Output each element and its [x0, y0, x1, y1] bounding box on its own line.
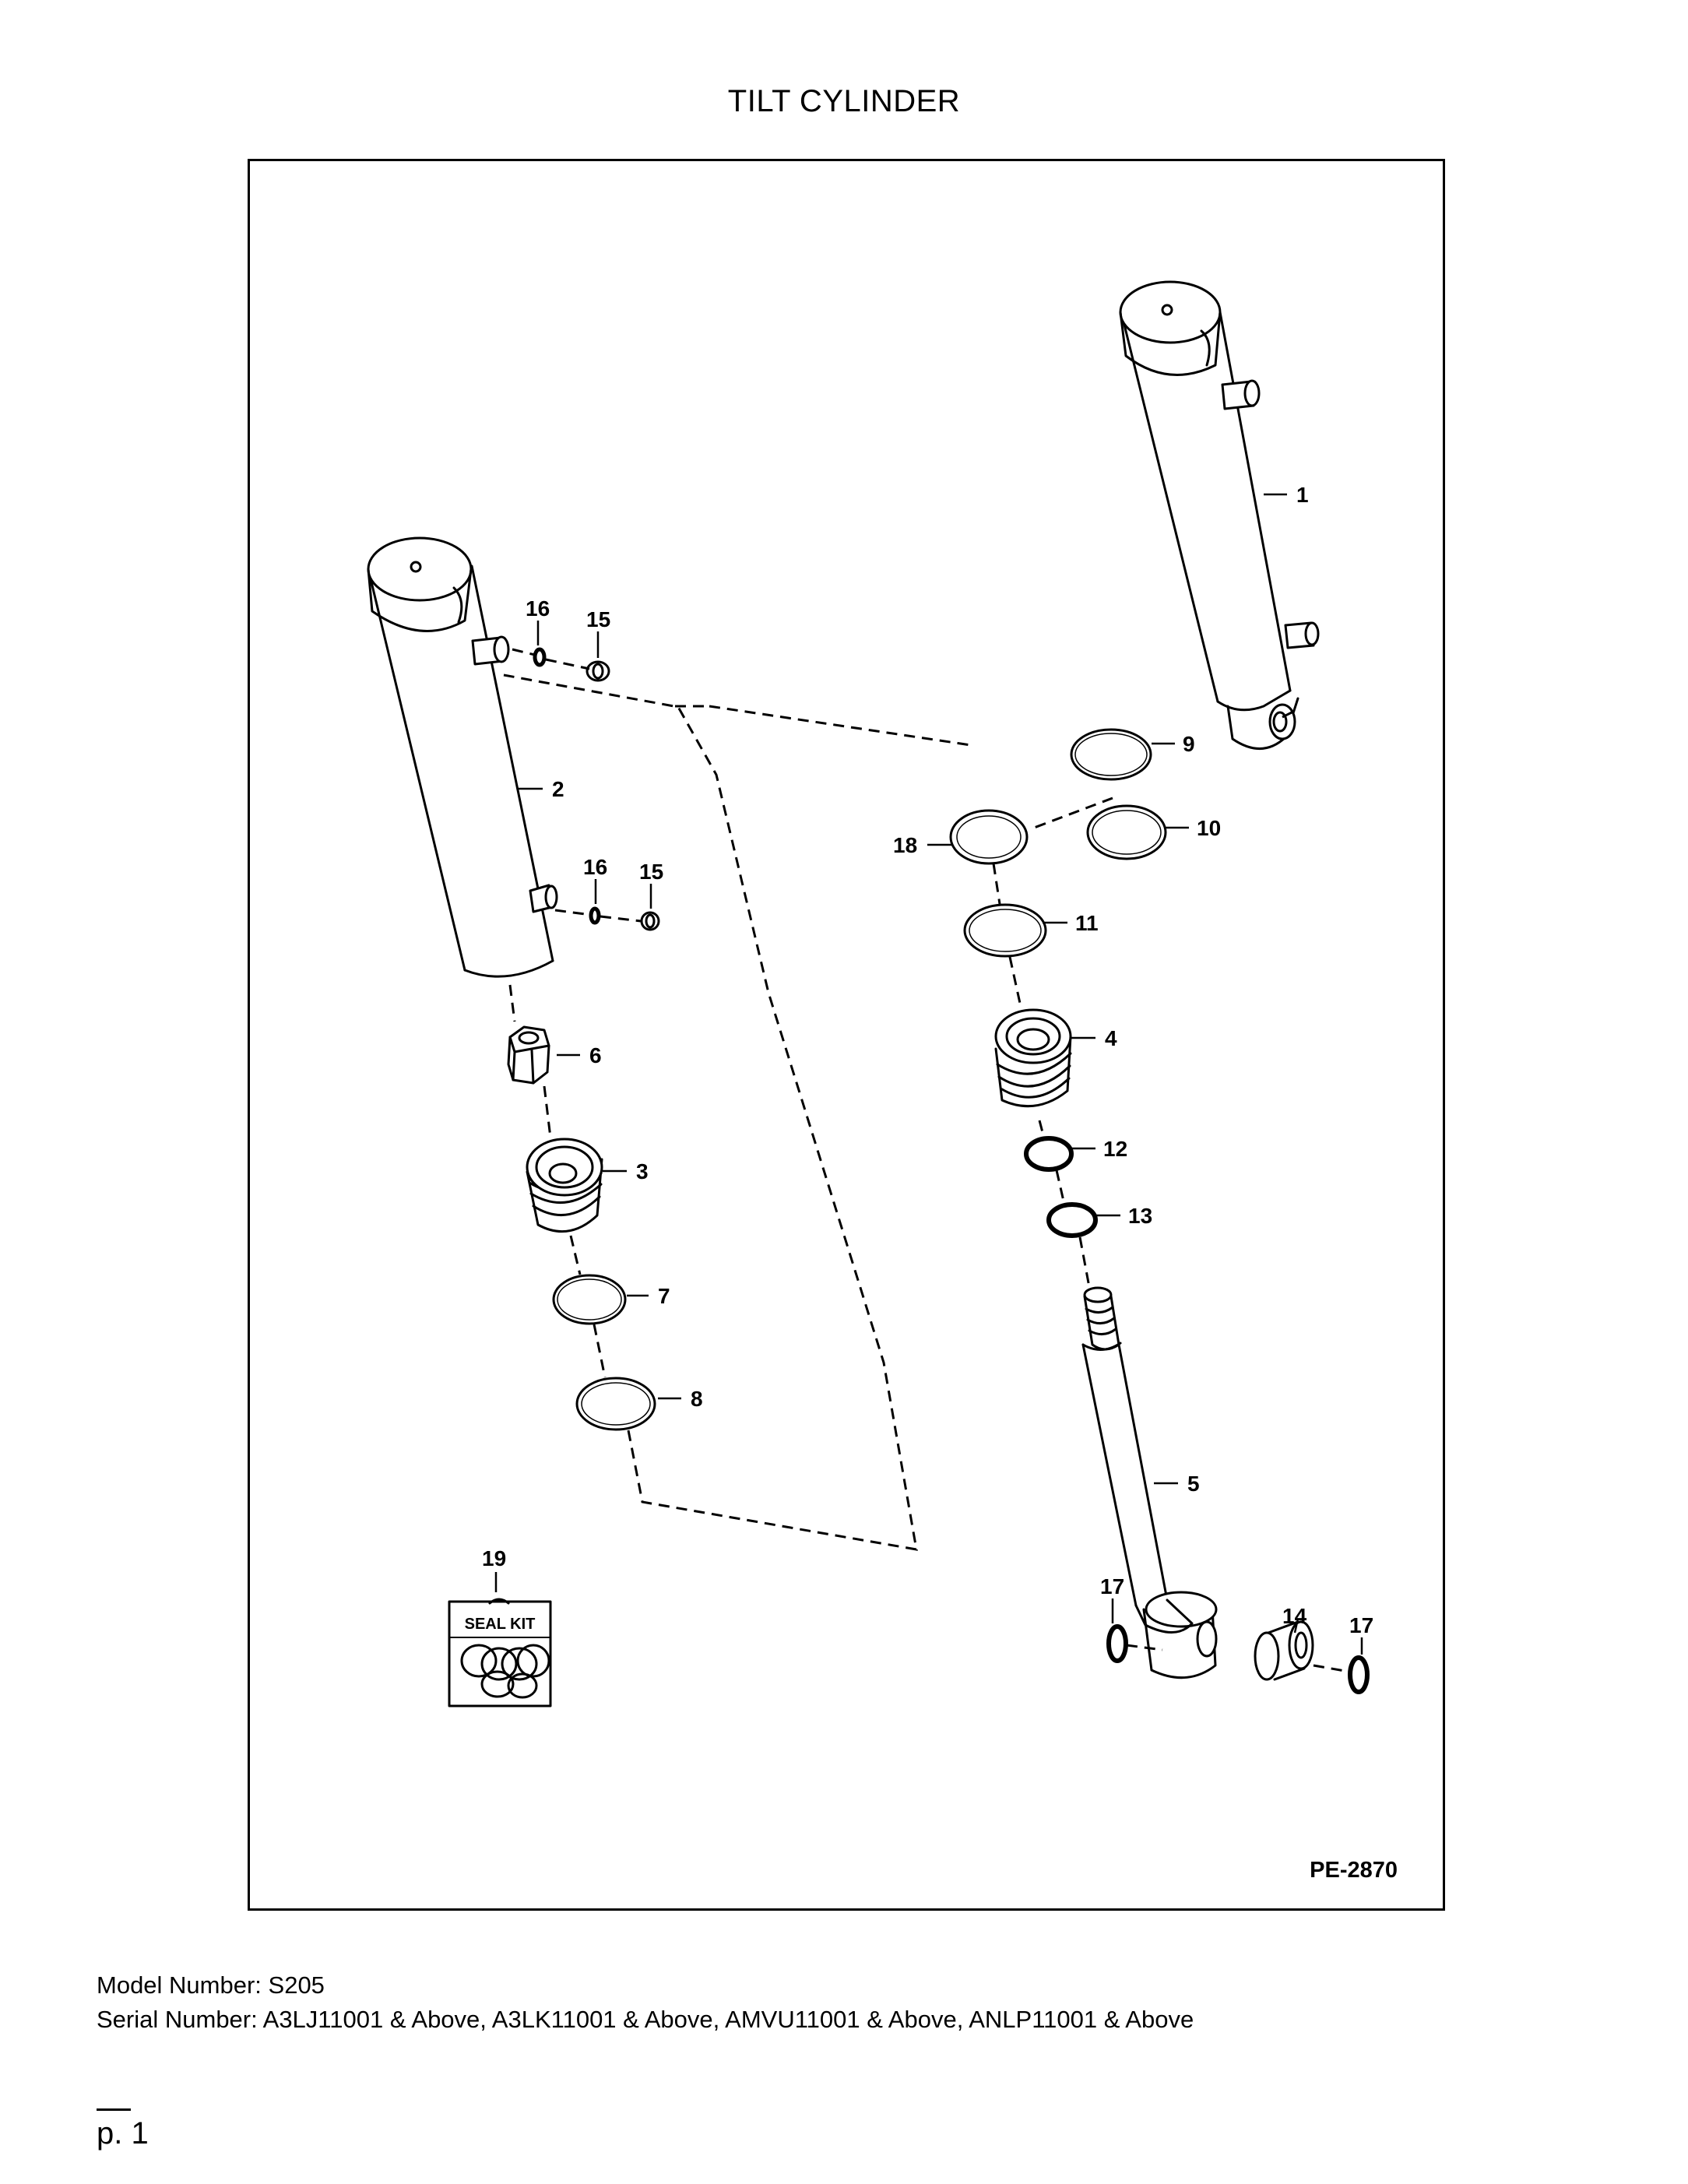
- part-4-gland: [994, 1008, 1072, 1108]
- exploded-parts-diagram: 1 2 3 4 5 6 7 8 9 10 11 12 13 14 15 15 1…: [367, 280, 1398, 1883]
- callout-10: 10: [1197, 816, 1221, 840]
- part-17-ring-left: [1106, 1624, 1128, 1663]
- seal-kit-label: SEAL KIT: [465, 1616, 536, 1633]
- part-11-ring: [963, 903, 1047, 958]
- part-12-seal: [1024, 1136, 1074, 1172]
- callout-9: 9: [1183, 732, 1195, 756]
- callout-3: 3: [636, 1159, 649, 1183]
- part-10-ring: [1086, 804, 1167, 860]
- callout-6: 6: [589, 1043, 602, 1067]
- callout-1: 1: [1296, 483, 1309, 507]
- serial-number: Serial Number: A3LJ11001 & Above, A3LK11…: [97, 2006, 1194, 2033]
- figure-code: PE-2870: [1310, 1858, 1398, 1883]
- callout-15-upper: 15: [586, 607, 610, 631]
- part-17-ring-right: [1348, 1655, 1370, 1694]
- callout-8: 8: [691, 1387, 703, 1411]
- part-14-bushing: [1254, 1620, 1314, 1681]
- callout-2: 2: [552, 777, 564, 801]
- part-2-barrel: [367, 536, 558, 978]
- callout-19: 19: [482, 1546, 506, 1570]
- callout-17-left: 17: [1100, 1574, 1124, 1598]
- callout-12: 12: [1103, 1137, 1127, 1161]
- callout-14: 14: [1282, 1604, 1307, 1628]
- part-7-ring: [552, 1274, 627, 1325]
- part-18-ring: [949, 809, 1029, 865]
- part-13-seal: [1046, 1202, 1098, 1238]
- part-1-barrel: [1119, 280, 1320, 750]
- part-9-ring: [1070, 728, 1152, 781]
- callout-5: 5: [1187, 1472, 1200, 1496]
- callout-15-lower: 15: [639, 860, 663, 884]
- page-rule: [97, 2108, 131, 2111]
- callout-18: 18: [893, 833, 917, 857]
- callout-17-right: 17: [1349, 1613, 1373, 1637]
- page-title: TILT CYLINDER: [727, 84, 961, 118]
- part-19-seal-kit: [448, 1598, 552, 1707]
- callout-7: 7: [658, 1284, 670, 1308]
- part-8-ring: [575, 1377, 656, 1431]
- part-5-rod: [1081, 1286, 1218, 1679]
- page-number: p. 1: [97, 2116, 149, 2151]
- part-3-piston: [526, 1138, 603, 1233]
- part-16-oring-lower: [589, 906, 601, 925]
- part-16-oring-upper: [533, 647, 547, 667]
- part-15-plug-lower: [640, 911, 660, 931]
- callout-4: 4: [1105, 1026, 1117, 1050]
- callout-11: 11: [1075, 911, 1099, 935]
- callout-16-lower: 16: [583, 855, 607, 879]
- model-number: Model Number: S205: [97, 1971, 325, 1999]
- callout-16-upper: 16: [526, 596, 550, 621]
- callout-13: 13: [1128, 1204, 1152, 1228]
- figure-frame: 1 2 3 4 5 6 7 8 9 10 11 12 13 14 15 15 1…: [248, 159, 1445, 1911]
- part-6-nut: [507, 1025, 550, 1085]
- footer: Model Number: S205 Serial Number: A3LJ11…: [97, 1968, 1194, 2037]
- part-15-plug-upper: [586, 660, 610, 682]
